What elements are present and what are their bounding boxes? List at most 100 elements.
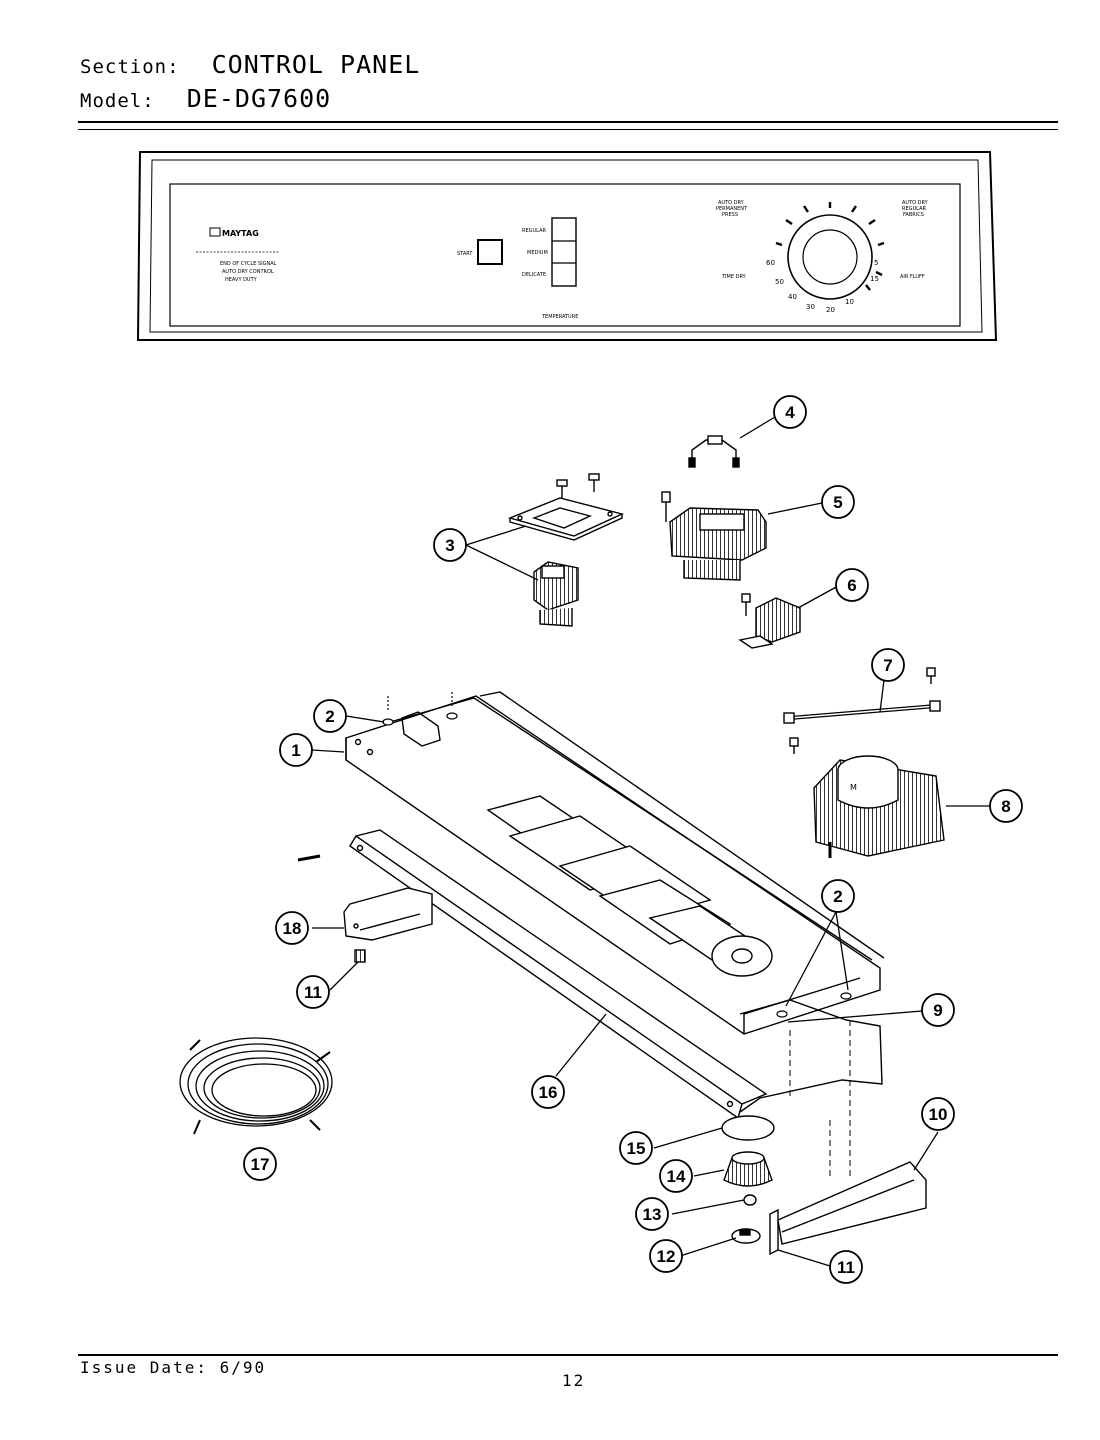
dial-time-dry: TIME DRY <box>721 274 747 280</box>
model-number: DE-DG7600 <box>186 84 332 113</box>
exploded-parts: M <box>179 435 945 1256</box>
callout-c3: 3 <box>433 528 467 562</box>
part-3-switch-bracket <box>507 473 625 627</box>
start-button[interactable] <box>477 239 503 265</box>
callout-circle <box>635 1197 669 1231</box>
start-label: START <box>457 251 473 257</box>
dial-autodry-pp-1: AUTO DRY <box>718 200 745 206</box>
callout-number: 15 <box>627 1139 646 1158</box>
callout-c11b: 11 <box>829 1250 863 1284</box>
lower-plate <box>739 999 883 1180</box>
part-4-fuse-wire <box>688 435 740 468</box>
callout-number: 2 <box>833 887 842 906</box>
dial-num-10: 10 <box>845 298 854 306</box>
dial-num-50: 50 <box>775 278 784 286</box>
callout-c5: 5 <box>821 485 855 519</box>
control-panel-front: MAYTAG END OF CYCLE SIGNAL AUTO DRY CONT… <box>136 151 998 341</box>
callout-circle <box>296 975 330 1009</box>
dial-autodry-reg-1: AUTO DRY <box>902 200 929 206</box>
dial-num-5: 5 <box>874 259 878 267</box>
callout-number: 14 <box>667 1167 686 1186</box>
callout-c15: 15 <box>619 1131 653 1165</box>
callout-circle <box>433 528 467 562</box>
callout-circle <box>531 1075 565 1109</box>
callout-number: 12 <box>657 1247 676 1266</box>
callout-circle <box>649 1239 683 1273</box>
temp-delicate-label: DELICATE <box>522 272 546 278</box>
leader-lines <box>311 416 990 1267</box>
callout-c1: 1 <box>279 733 313 767</box>
callout-number: 1 <box>291 741 300 760</box>
dial-air-fluff: AIR FLUFF <box>900 274 925 280</box>
part-6-small-switch <box>738 593 801 649</box>
callout-c2a: 2 <box>313 699 347 733</box>
part-11-clip-left <box>354 949 366 963</box>
header-rule-top <box>78 121 1058 123</box>
dial-num-30: 30 <box>806 303 815 311</box>
callout-c13: 13 <box>635 1197 669 1231</box>
dial-num-40: 40 <box>788 293 797 301</box>
callout-circle <box>313 699 347 733</box>
callout-circle <box>921 1097 955 1131</box>
temperature-button-column <box>551 217 577 287</box>
timer-dial[interactable] <box>787 214 873 300</box>
callout-c12: 12 <box>649 1239 683 1273</box>
callout-c16: 16 <box>531 1075 565 1109</box>
callout-number: 7 <box>883 656 892 675</box>
model-key: Model: <box>80 90 155 112</box>
callout-number: 4 <box>785 403 795 422</box>
callout-c14: 14 <box>659 1159 693 1193</box>
svg-text:M: M <box>850 783 857 792</box>
callout-circle <box>275 911 309 945</box>
callout-circle <box>659 1159 693 1193</box>
part-11-clip-right <box>769 1208 779 1256</box>
part-10-bracket <box>777 1161 927 1245</box>
callout-number: 6 <box>847 576 856 595</box>
section-title: CONTROL PANEL <box>211 50 421 79</box>
section-heading: Section: CONTROL PANEL <box>80 50 420 79</box>
callout-number: 11 <box>304 983 322 1002</box>
callout-number: 5 <box>833 493 842 512</box>
callout-circle <box>989 789 1023 823</box>
feature-2: AUTO DRY CONTROL <box>222 269 274 275</box>
page-number: 12 <box>562 1371 586 1390</box>
callout-circle <box>821 879 855 913</box>
header-rule-bottom <box>78 129 1058 130</box>
model-heading: Model: DE-DG7600 <box>80 84 331 113</box>
temperature-label: TEMPERATURE <box>541 314 578 320</box>
feature-1: END OF CYCLE SIGNAL <box>220 261 277 267</box>
temp-medium-label: MEDIUM <box>527 250 548 256</box>
callout-c18: 18 <box>275 911 309 945</box>
dial-num-20: 20 <box>826 306 835 314</box>
callout-c7: 7 <box>871 648 905 682</box>
callout-circle <box>835 568 869 602</box>
part-1-control-bracket <box>345 691 885 1035</box>
callout-circle <box>821 485 855 519</box>
callout-number: 11 <box>837 1258 855 1277</box>
callout-number: 3 <box>445 536 454 555</box>
callout-number: 2 <box>325 707 334 726</box>
callout-c9: 9 <box>921 993 955 1027</box>
part-18-side-bracket <box>343 887 433 941</box>
callout-circle <box>279 733 313 767</box>
dial-autodry-pp-2: PERMANENT <box>716 206 748 212</box>
callout-c8: 8 <box>989 789 1023 823</box>
temp-regular-label: REGULAR <box>522 228 546 234</box>
callout-c2b: 2 <box>821 879 855 913</box>
callout-number: 9 <box>933 1001 942 1020</box>
callout-number: 13 <box>643 1205 662 1224</box>
callout-c11a: 11 <box>296 975 330 1009</box>
screws <box>297 692 852 1018</box>
callout-c10: 10 <box>921 1097 955 1131</box>
dial-num-15: 15 <box>870 275 879 283</box>
part-5-switch-block <box>661 491 767 581</box>
brand-logo: MAYTAG <box>222 229 259 238</box>
part-17-wire-harness <box>179 1037 333 1135</box>
callout-circle <box>619 1131 653 1165</box>
callout-number: 17 <box>251 1155 270 1174</box>
callout-circle <box>773 395 807 429</box>
callout-circle <box>871 648 905 682</box>
feature-3: HEAVY DUTY <box>225 277 258 283</box>
callout-c4: 4 <box>773 395 807 429</box>
